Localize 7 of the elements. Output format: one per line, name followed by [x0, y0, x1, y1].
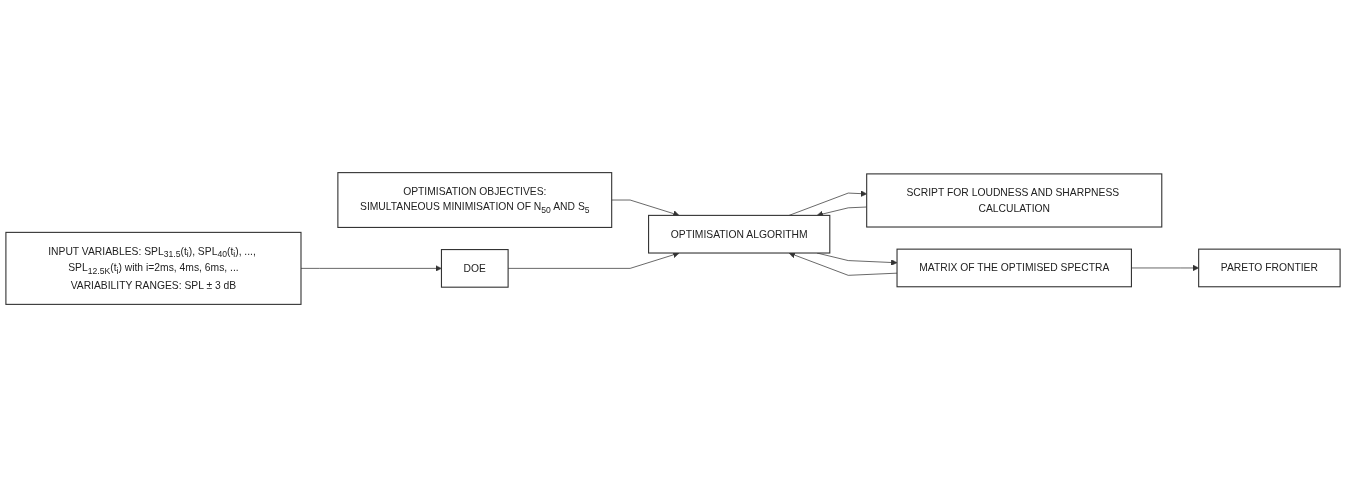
node-box: MATRIX OF THE OPTIMISED SPECTRA [896, 248, 1132, 288]
node-box: SCRIPT FOR LOUDNESS AND SHARPNESS CALCULATION [866, 173, 1163, 228]
node-box: PARETO FRONTIER [1198, 248, 1341, 288]
node-box: DOE [440, 249, 509, 288]
node-box: OPTIMISATION ALGORITHM [648, 214, 831, 254]
node-box: OPTIMISATION OBJECTIVES: SIMULTANEOUS MINIMISATION OF N$_{50}$ AND S$_{5}$ [337, 172, 613, 228]
node-box: INPUT VARIABLES: SPL$_{31.5}$(t$_{i}$), SPL$_{40}$(t$_{i}$), ..., SPL$_{12.5K}$(t$_{i}$) with i=2ms, 4ms, 6ms, ... VARIABILITY RANGES: SPL ± 3 dB [5, 231, 302, 305]
